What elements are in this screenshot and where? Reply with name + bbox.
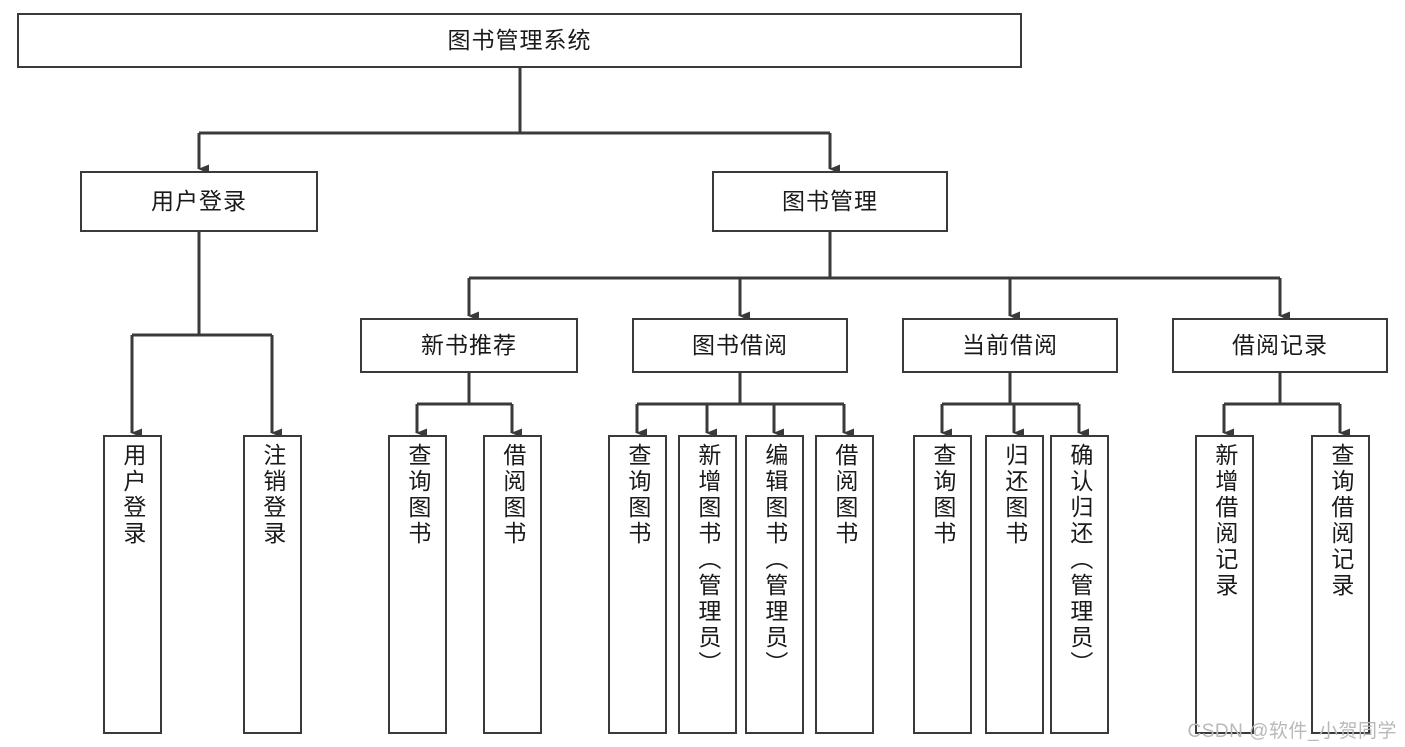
node-label: 查询图书 [929,443,956,547]
leaf-node-9[interactable]: 归还图书 [985,435,1044,734]
node-label: 用户登录 [119,443,146,547]
leaf-node-3[interactable]: 借阅图书 [483,435,542,734]
node-label: 查询图书 [624,443,651,547]
node-label: 用户登录 [151,188,247,214]
level3-node-3[interactable]: 借阅记录 [1172,318,1388,373]
node-label: 查询图书 [404,443,431,547]
node-label: 编辑图书（管理员） [761,443,788,677]
node-label: 注销登录 [259,443,286,547]
node-label: 归还图书 [1001,443,1028,547]
node-label: 新增图书（管理员） [694,443,721,677]
leaf-node-1[interactable]: 注销登录 [243,435,302,734]
node-label: 图书管理 [782,188,878,214]
level2-node-0[interactable]: 用户登录 [80,171,318,232]
node-label: 图书管理系统 [447,27,592,53]
leaf-node-7[interactable]: 借阅图书 [815,435,874,734]
leaf-node-0[interactable]: 用户登录 [103,435,162,734]
node-label: 确认归还（管理员） [1066,443,1093,677]
leaf-node-2[interactable]: 查询图书 [388,435,447,734]
level3-node-0[interactable]: 新书推荐 [360,318,578,373]
node-label: 借阅图书 [831,443,858,547]
leaf-node-10[interactable]: 确认归还（管理员） [1050,435,1109,734]
leaf-node-4[interactable]: 查询图书 [608,435,667,734]
node-label: 图书借阅 [692,332,788,358]
node-label: 新书推荐 [421,332,517,358]
level3-node-2[interactable]: 当前借阅 [902,318,1118,373]
leaf-node-12[interactable]: 查询借阅记录 [1311,435,1370,734]
watermark-text: CSDN @软件_小贺同学 [1187,721,1397,742]
leaf-node-6[interactable]: 编辑图书（管理员） [745,435,804,734]
node-label: 借阅记录 [1232,332,1328,358]
leaf-node-11[interactable]: 新增借阅记录 [1195,435,1254,734]
root-node[interactable]: 图书管理系统 [17,13,1022,68]
node-label: 当前借阅 [962,332,1058,358]
node-label: 查询借阅记录 [1327,443,1354,599]
leaf-node-8[interactable]: 查询图书 [913,435,972,734]
leaf-node-5[interactable]: 新增图书（管理员） [678,435,737,734]
node-label: 借阅图书 [499,443,526,547]
node-label: 新增借阅记录 [1211,443,1238,599]
level3-node-1[interactable]: 图书借阅 [632,318,848,373]
level2-node-1[interactable]: 图书管理 [712,171,948,232]
